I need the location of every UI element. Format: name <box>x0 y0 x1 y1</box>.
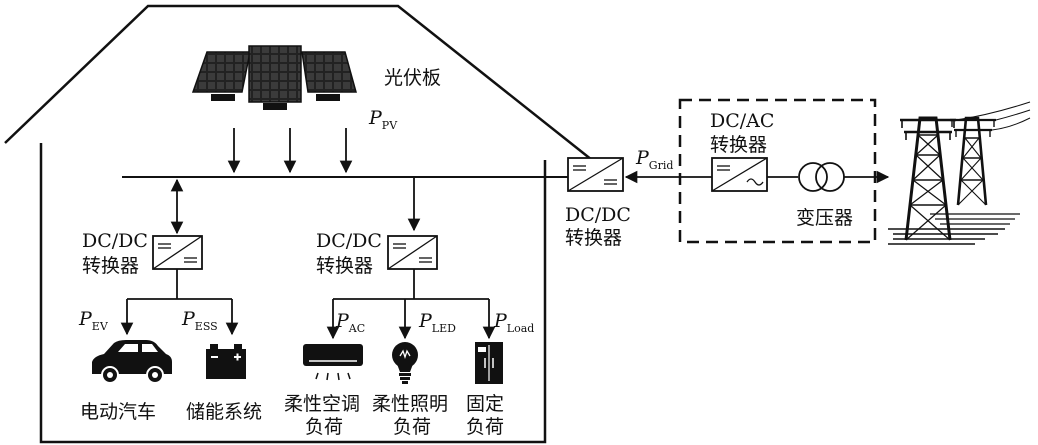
right-dcdc-label-2: 转换器 <box>316 255 373 277</box>
car-icon <box>92 340 172 384</box>
right-branch-lines <box>326 269 496 340</box>
light-bulb-icon <box>392 342 418 384</box>
storage-label: 储能系统 <box>186 401 262 423</box>
house-walls <box>39 143 547 444</box>
solar-panel-icon <box>191 45 357 110</box>
grid-interface-boundary <box>678 98 877 244</box>
battery-icon <box>206 344 246 379</box>
left-dcdc-label-2: 转换器 <box>82 255 139 277</box>
p-led-label: PLED <box>418 310 456 335</box>
converter-box-icon <box>152 235 203 270</box>
fixed-label-2: 负荷 <box>466 416 504 438</box>
ac-label-1: 柔性空调 <box>284 393 360 415</box>
converter-box-icon <box>567 157 624 192</box>
right-dcdc-label-1: DC/DC <box>316 230 382 252</box>
led-label-1: 柔性照明 <box>372 393 448 415</box>
ev-label: 电动汽车 <box>80 401 156 423</box>
dcac-label-1: DC/AC <box>710 110 774 132</box>
p-load-label: PLoad <box>493 310 534 335</box>
converter-box-icon <box>711 157 768 192</box>
transformer-icon <box>798 162 845 192</box>
converter-box-icon <box>387 235 438 270</box>
transmission-tower-icon <box>888 101 1031 245</box>
led-label-2: 负荷 <box>393 416 431 438</box>
left-dcdc-label-1: DC/DC <box>82 230 148 252</box>
house-roof <box>4 4 593 161</box>
p-ac-label: PAC <box>335 310 365 335</box>
refrigerator-icon <box>475 342 503 384</box>
pv-panel-label: 光伏板 <box>384 67 441 89</box>
grid-dcdc-label-2: 转换器 <box>565 227 622 249</box>
p-pv-label: PPV <box>368 107 398 132</box>
p-ev-label: PEV <box>78 308 109 333</box>
air-conditioner-icon <box>303 344 363 381</box>
ac-label-2: 负荷 <box>305 416 343 438</box>
fixed-label-1: 固定 <box>466 393 504 415</box>
dcac-label-2: 转换器 <box>710 134 767 156</box>
left-branch-lines <box>120 269 239 336</box>
transformer-label: 变压器 <box>796 207 853 229</box>
p-grid-label: PGrid <box>635 147 673 172</box>
p-ess-label: PESS <box>181 308 218 333</box>
grid-dcdc-label-1: DC/DC <box>565 204 631 226</box>
pv-arrows <box>227 128 353 174</box>
